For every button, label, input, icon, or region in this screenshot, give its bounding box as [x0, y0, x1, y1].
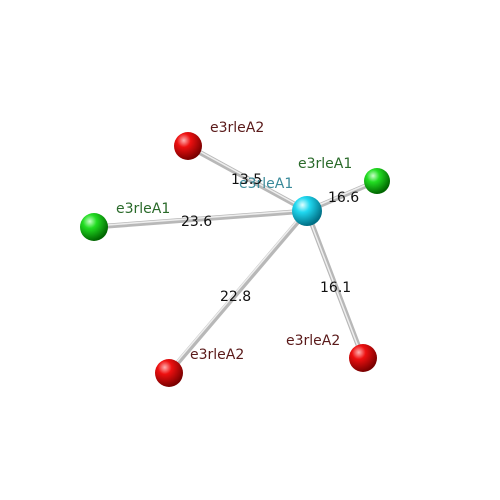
distance-n3: 23.6 [181, 214, 212, 230]
distance-n1: 13.5 [231, 172, 262, 188]
label-n3: e3rleA1 [116, 201, 170, 217]
atom-center[interactable] [292, 196, 322, 226]
atom-n5[interactable] [349, 344, 377, 372]
label-n2: e3rleA1 [298, 156, 352, 172]
label-center: e3rleA1 [239, 176, 293, 192]
label-n1: e3rleA2 [210, 120, 264, 136]
label-n4: e3rleA2 [190, 347, 244, 363]
atom-n3[interactable] [80, 213, 108, 241]
bond-n4 [166, 208, 310, 376]
distance-n4: 22.8 [220, 289, 251, 305]
atom-n2[interactable] [364, 168, 390, 194]
distance-n2: 16.6 [328, 190, 359, 206]
atom-n4[interactable] [155, 359, 183, 387]
bond-n3 [91, 208, 310, 230]
atom-labels: e3rleA2 e3rleA1 e3rleA1 e3rleA2 e3rleA2 … [116, 120, 352, 363]
label-n5: e3rleA2 [286, 333, 340, 349]
atom-n1[interactable] [174, 132, 202, 160]
bond-n1 [185, 143, 310, 214]
distance-n5: 16.1 [320, 280, 351, 296]
distance-labels: 13.5 16.6 23.6 22.8 16.1 [181, 172, 359, 305]
atoms [80, 132, 390, 387]
